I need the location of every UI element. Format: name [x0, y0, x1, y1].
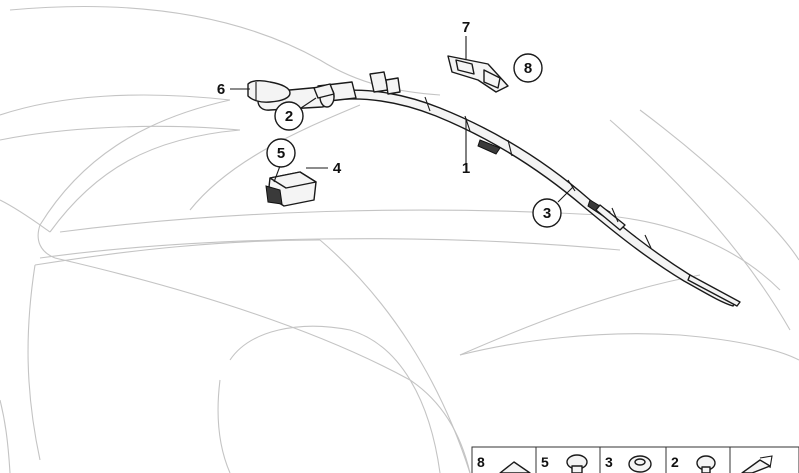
callout-6: 6: [217, 81, 225, 98]
leader-lines: [230, 36, 575, 203]
round-button-clip-icon: [566, 454, 588, 473]
callout-3-label: 3: [543, 205, 551, 222]
callout-1-label: 1: [462, 160, 470, 177]
connector-plug: [247, 79, 291, 103]
legend-3-label: 3: [605, 454, 613, 470]
callout-4: 4: [333, 160, 342, 177]
callout-5: 5: [266, 138, 296, 168]
car-body-outline: [0, 5, 799, 473]
legend-5-label: 5: [541, 454, 549, 470]
side-airbag-module: [265, 171, 317, 207]
callout-6-label: 6: [217, 81, 225, 98]
callout-1: 1: [462, 160, 470, 177]
callout-2: 2: [274, 101, 304, 131]
legend-strip: 8 5 3 2: [471, 446, 799, 473]
legend-2-label: 2: [671, 454, 679, 470]
callout-4-label: 4: [333, 160, 342, 177]
callout-7: 7: [462, 19, 470, 36]
round-grommet-icon: [628, 455, 652, 473]
callout-2-label: 2: [285, 108, 293, 125]
legend-8-label: 8: [477, 454, 485, 470]
callout-5-label: 5: [277, 145, 285, 162]
callout-3: 3: [532, 198, 562, 228]
small-round-clip-icon: [696, 455, 716, 473]
arrow-icon: [741, 455, 773, 473]
callout-7-label: 7: [462, 19, 470, 36]
mounting-bracket: [447, 55, 509, 93]
wedge-clip-icon: [499, 461, 531, 473]
curtain-airbag: [317, 71, 741, 307]
callout-8: 8: [513, 53, 543, 83]
callout-8-label: 8: [524, 60, 532, 77]
